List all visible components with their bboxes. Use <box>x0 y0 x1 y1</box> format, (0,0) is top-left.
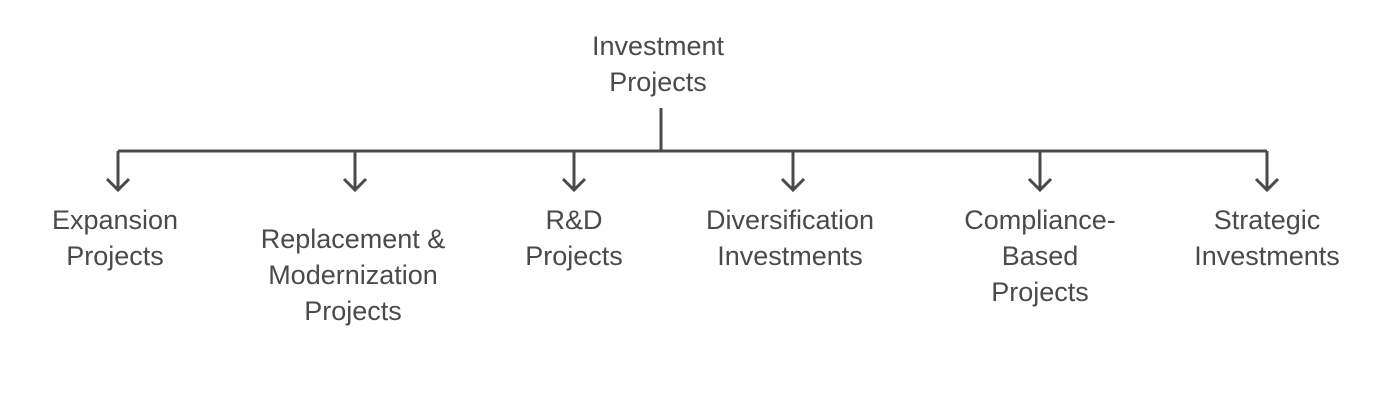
child-node-compliance: Compliance- Based Projects <box>964 205 1116 307</box>
child-node-replacement: Replacement & Modernization Projects <box>260 224 446 326</box>
child-node-strategic: Strategic Investments <box>1194 205 1340 271</box>
branch-arrow-diversification <box>780 151 806 193</box>
branch-arrow-rnd <box>561 151 587 193</box>
child-node-diversification: Diversification Investments <box>705 205 875 271</box>
root-node-label: Investment Projects <box>591 31 725 97</box>
branch-arrow-replacement <box>342 151 368 193</box>
branch-arrow-compliance <box>1027 151 1053 193</box>
child-node-expansion: Expansion Projects <box>51 205 179 271</box>
branch-arrow-expansion <box>105 151 131 193</box>
branch-arrow-strategic <box>1254 151 1280 193</box>
child-node-rnd: R&D Projects <box>525 205 623 271</box>
